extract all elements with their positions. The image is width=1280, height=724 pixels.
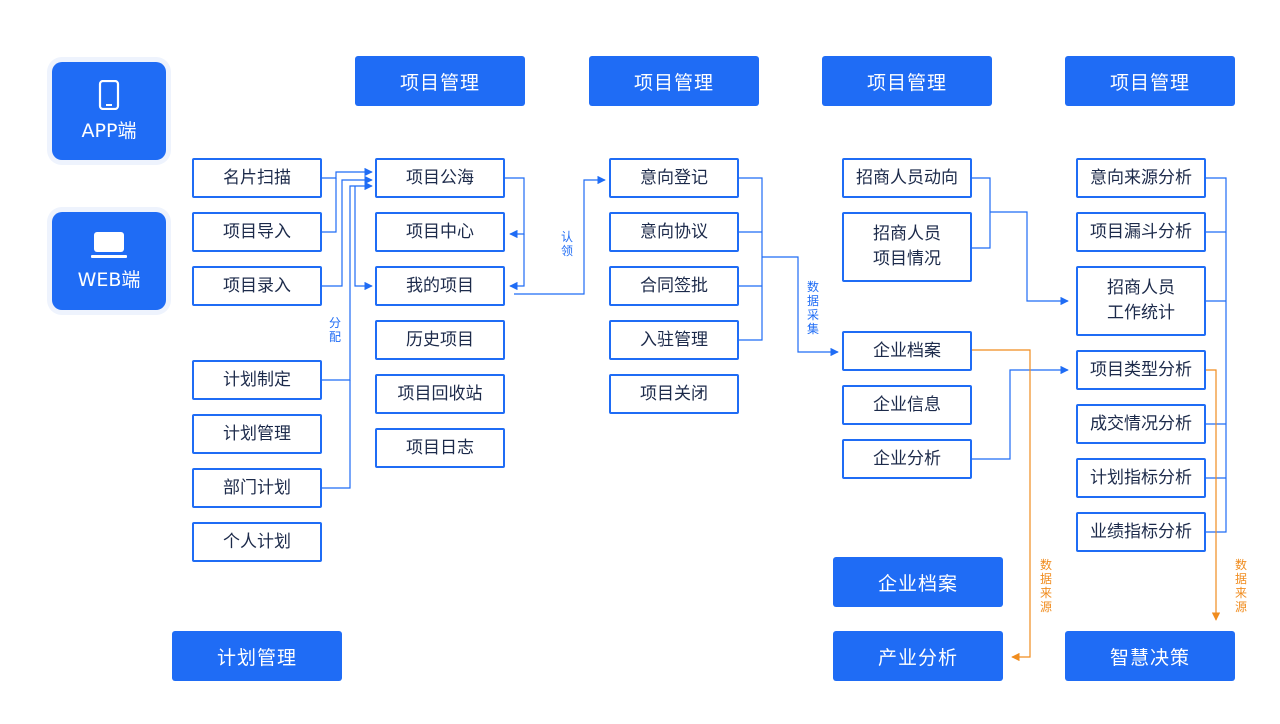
node-plan-create: 计划制定 (192, 360, 322, 400)
header-project-management-4: 项目管理 (1065, 56, 1235, 106)
node-settle-management: 入驻管理 (609, 320, 739, 360)
node-project-center: 项目中心 (375, 212, 505, 252)
app-platform-label: APP端 (81, 119, 137, 142)
node-project-import: 项目导入 (192, 212, 322, 252)
web-platform: WEB端 (52, 212, 166, 310)
node-plan-index-analysis: 计划指标分析 (1076, 458, 1206, 498)
label-claim: 认领 (560, 230, 573, 258)
header-plan-management: 计划管理 (172, 631, 342, 681)
header-project-management-3: 项目管理 (822, 56, 992, 106)
node-plan-manage: 计划管理 (192, 414, 322, 454)
header-smart-decision: 智慧决策 (1065, 631, 1235, 681)
node-my-projects: 我的项目 (375, 266, 505, 306)
node-history-projects: 历史项目 (375, 320, 505, 360)
node-project-funnel-analysis: 项目漏斗分析 (1076, 212, 1206, 252)
node-contract-approval: 合同签批 (609, 266, 739, 306)
node-merchant-work-stats: 招商人员 工作统计 (1076, 266, 1206, 336)
node-intent-agreement: 意向协议 (609, 212, 739, 252)
node-enterprise-archive: 企业档案 (842, 331, 972, 371)
node-project-type-analysis: 项目类型分析 (1076, 350, 1206, 390)
node-intent-register: 意向登记 (609, 158, 739, 198)
phone-icon (98, 79, 120, 110)
node-performance-analysis: 业绩指标分析 (1076, 512, 1206, 552)
node-merchant-projects: 招商人员 项目情况 (842, 212, 972, 282)
label-data-source-2: 数据来源 (1234, 558, 1247, 614)
header-enterprise-archive: 企业档案 (833, 557, 1003, 607)
node-deal-analysis: 成交情况分析 (1076, 404, 1206, 444)
web-platform-label: WEB端 (77, 268, 141, 291)
node-card-scan: 名片扫描 (192, 158, 322, 198)
header-project-management-1: 项目管理 (355, 56, 525, 106)
node-personal-plan: 个人计划 (192, 522, 322, 562)
header-industry-analysis: 产业分析 (833, 631, 1003, 681)
node-enterprise-info: 企业信息 (842, 385, 972, 425)
header-project-management-2: 项目管理 (589, 56, 759, 106)
node-intent-source-analysis: 意向来源分析 (1076, 158, 1206, 198)
label-assign: 分配 (328, 316, 341, 344)
label-data-source-1: 数据来源 (1039, 558, 1052, 614)
node-project-close: 项目关闭 (609, 374, 739, 414)
node-dept-plan: 部门计划 (192, 468, 322, 508)
node-project-recycle: 项目回收站 (375, 374, 505, 414)
laptop-icon (91, 231, 127, 258)
node-project-pool: 项目公海 (375, 158, 505, 198)
node-merchant-activity: 招商人员动向 (842, 158, 972, 198)
node-enterprise-analysis: 企业分析 (842, 439, 972, 479)
label-data-collect: 数据采集 (806, 280, 819, 336)
node-project-log: 项目日志 (375, 428, 505, 468)
node-project-entry: 项目录入 (192, 266, 322, 306)
app-platform: APP端 (52, 62, 166, 160)
